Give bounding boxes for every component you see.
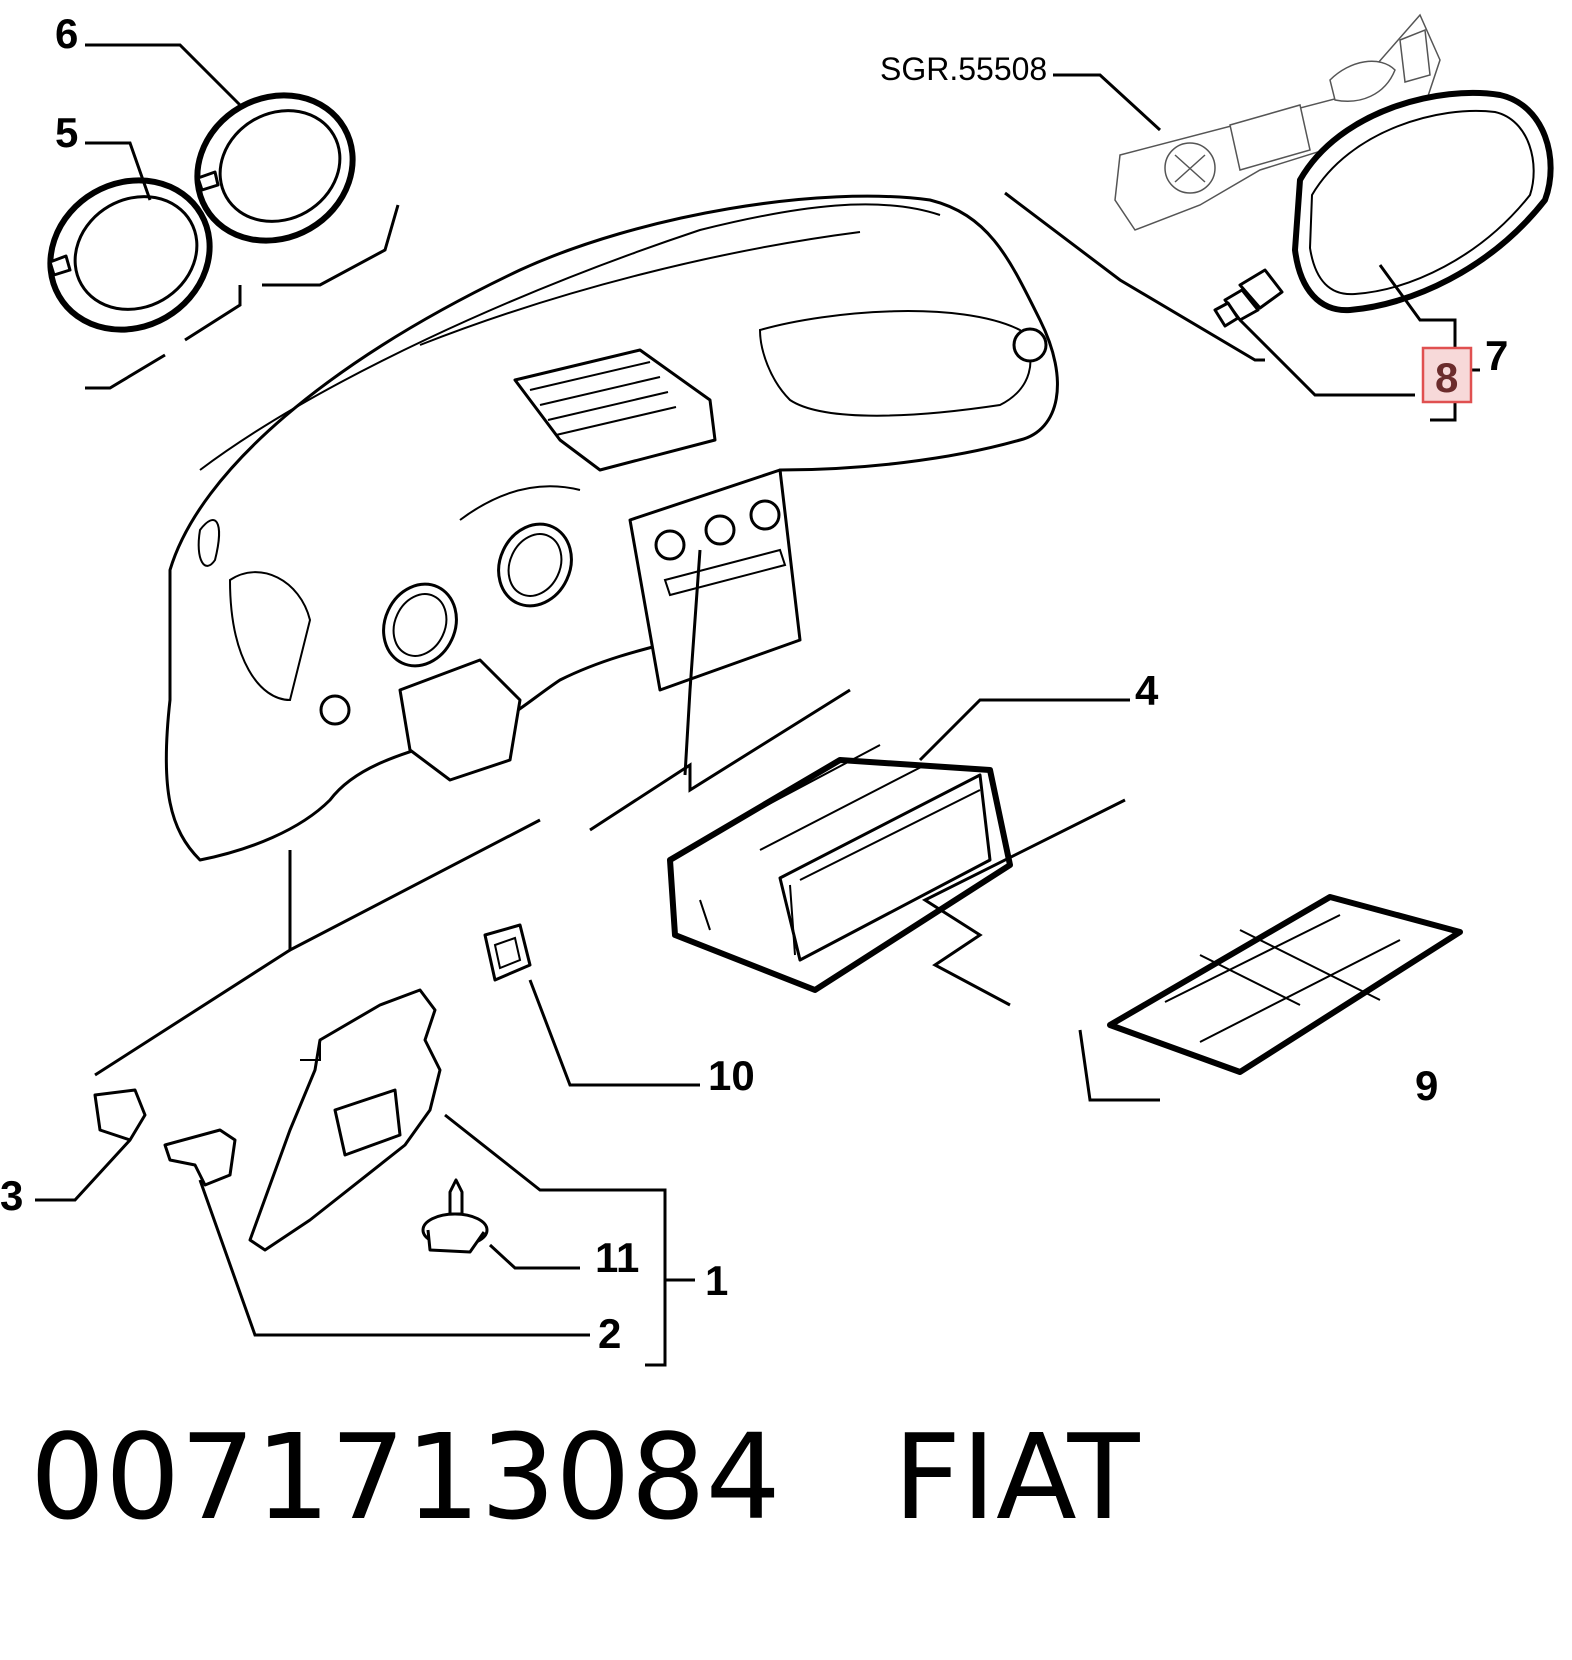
callout-10: 10 xyxy=(708,1052,755,1099)
reference-leader xyxy=(1053,73,1162,132)
callout-8: 8 xyxy=(1435,354,1458,401)
part-caption: 0071713084 FIAT xyxy=(30,1418,1140,1536)
instrument-glass-7 xyxy=(1292,89,1554,314)
part-number: 0071713084 xyxy=(30,1408,781,1546)
plug-8 xyxy=(1213,268,1284,328)
callout-3: 3 xyxy=(0,1172,23,1219)
reference-label: SGR.55508 xyxy=(880,51,1047,87)
callout-1: 1 xyxy=(705,1257,728,1304)
trim-panel-1 xyxy=(248,988,442,1252)
callout-11: 11 xyxy=(595,1234,639,1281)
storage-box-4 xyxy=(667,744,1013,993)
callout-labels: 6 5 7 8 4 9 10 3 11 1 2 xyxy=(0,10,1508,1357)
gauge-bezel-5 xyxy=(47,177,213,333)
callout-8-highlight xyxy=(1421,346,1473,404)
callout-2: 2 xyxy=(598,1310,621,1357)
callout-6: 6 xyxy=(55,10,78,57)
callout-7: 7 xyxy=(1485,332,1508,379)
bracket-2 xyxy=(163,1128,237,1187)
clip-10 xyxy=(483,923,532,982)
dashboard-outline xyxy=(164,194,1059,862)
callout-4: 4 xyxy=(1135,667,1159,714)
dashboard-brackets xyxy=(85,191,1265,1077)
callout-5: 5 xyxy=(55,109,78,156)
brand-name: FIAT xyxy=(893,1408,1140,1546)
mat-9 xyxy=(1107,894,1463,1075)
callout-9: 9 xyxy=(1415,1062,1438,1109)
leader-lines xyxy=(35,43,1480,1367)
screw-11 xyxy=(421,1178,489,1254)
clip-3 xyxy=(93,1088,147,1142)
gauge-bezel-6 xyxy=(194,92,356,244)
